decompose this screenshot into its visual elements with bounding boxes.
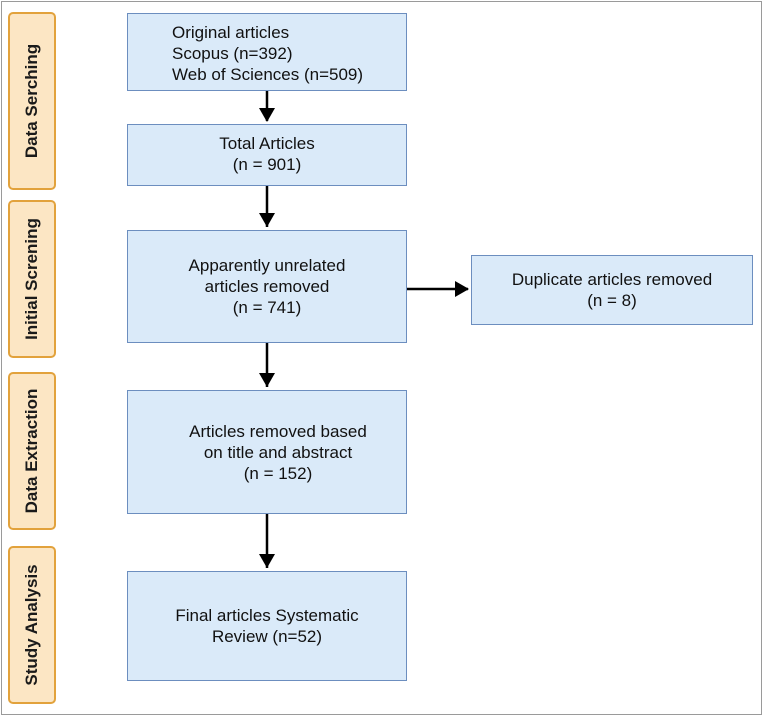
box-line: Web of Sciences (n=509): [172, 65, 364, 84]
stage-label-data-searching: Data Serching: [8, 12, 56, 190]
stage-label-data-extraction: Data Extraction: [8, 372, 56, 530]
unrelated-removed-box: Apparently unrelated articles removed (n…: [127, 230, 407, 343]
box-line: articles removed: [204, 277, 330, 296]
box-line: Apparently unrelated: [188, 256, 346, 275]
box-line: Original articles: [172, 23, 290, 42]
box-line: (n = 741): [232, 298, 302, 317]
title-abstract-removed-box: Articles removed based on title and abst…: [127, 390, 407, 514]
box-line: Articles removed based: [189, 421, 367, 441]
arrowhead-unrelated-to-duplicate: [455, 281, 469, 297]
box-line: (n = 901): [232, 155, 302, 174]
box-line: Scopus (n=392): [172, 44, 293, 63]
box-line: (n = 8): [587, 291, 637, 310]
box-line: Review (n=52): [211, 627, 323, 646]
arrowhead-title-abstract-to-final: [259, 554, 275, 568]
box-line: Total Articles: [219, 134, 315, 153]
original-articles-box: Original articles Scopus (n=392) Web of …: [127, 13, 407, 91]
arrowhead-original-to-total: [259, 108, 275, 122]
stage-label-study-analysis: Study Analysis: [8, 546, 56, 704]
total-articles-box: Total Articles (n = 901): [127, 124, 407, 186]
box-line: Duplicate articles removed: [511, 270, 713, 289]
final-articles-box: Final articles Systematic Review (n=52): [127, 571, 407, 681]
box-line: Final articles Systematic: [175, 606, 359, 625]
duplicate-removed-box: Duplicate articles removed (n = 8): [471, 255, 753, 325]
arrowhead-total-to-unrelated: [259, 213, 275, 227]
box-line: on title and abstract: [203, 442, 353, 462]
stage-label-initial-screening: Initial Screning: [8, 200, 56, 358]
arrowhead-unrelated-to-title-abstract: [259, 373, 275, 387]
box-line: (n = 152): [243, 463, 313, 483]
